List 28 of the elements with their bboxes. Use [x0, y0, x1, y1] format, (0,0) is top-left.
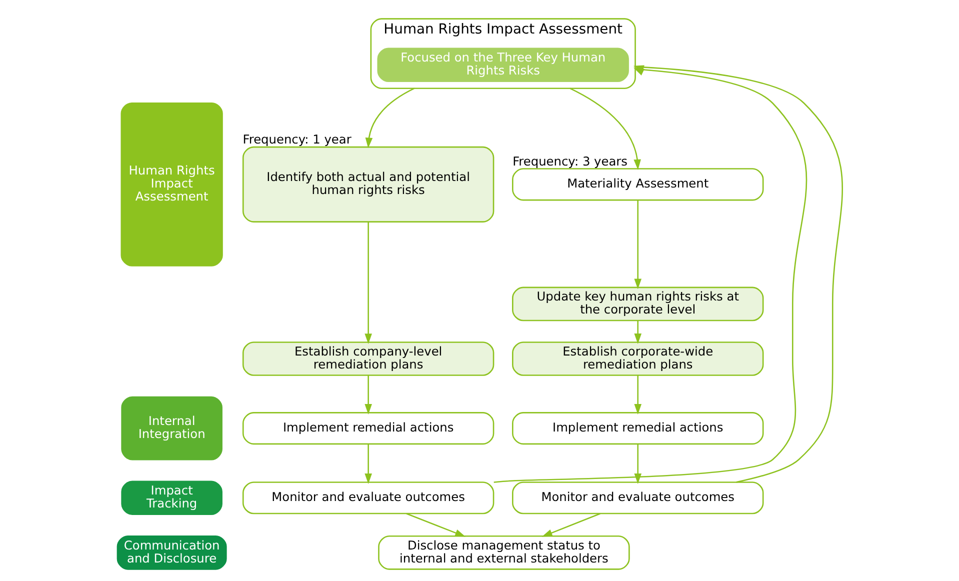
node-box: Focused on the Three Key Human Rights Risks: [376, 48, 628, 82]
node-box: Monitor and evaluate outcomes: [242, 482, 494, 514]
node-label: Frequency: 3 years: [512, 154, 628, 168]
node-label: Frequency: 1 year: [242, 132, 351, 147]
node-box: Impact Tracking: [120, 480, 222, 516]
node-box: Disclose management status to internal and external stakeholders: [378, 535, 630, 570]
arrow: [634, 200, 642, 290]
node-box: Communication and Disclosure: [116, 535, 226, 570]
node-box: Implement remedial actions: [512, 412, 764, 445]
node-box: Materiality Assessment: [512, 168, 764, 201]
node-box: Establish company-level remediation plans: [242, 342, 494, 376]
arrow: [406, 513, 466, 537]
arrow: [634, 375, 642, 414]
arrow: [364, 444, 372, 484]
arrow: [541, 513, 600, 537]
node-box: Establish corporate-wide remediation plans: [512, 342, 764, 376]
arrow: [364, 222, 372, 344]
arrow: [634, 320, 642, 344]
arrow: [364, 375, 372, 414]
node-box: Human Rights Impact Assessment: [120, 102, 222, 266]
arrow: [634, 444, 642, 484]
node-box: Internal Integration: [120, 396, 222, 460]
arrow: [569, 88, 640, 170]
node-box: Update key human rights risks at the corporate level: [512, 286, 764, 322]
arrow: [364, 88, 414, 148]
node-box: Monitor and evaluate outcomes: [512, 482, 764, 514]
node-box: Identify both actual and potential human rights risks: [242, 146, 494, 222]
node-box: Implement remedial actions: [242, 412, 494, 445]
